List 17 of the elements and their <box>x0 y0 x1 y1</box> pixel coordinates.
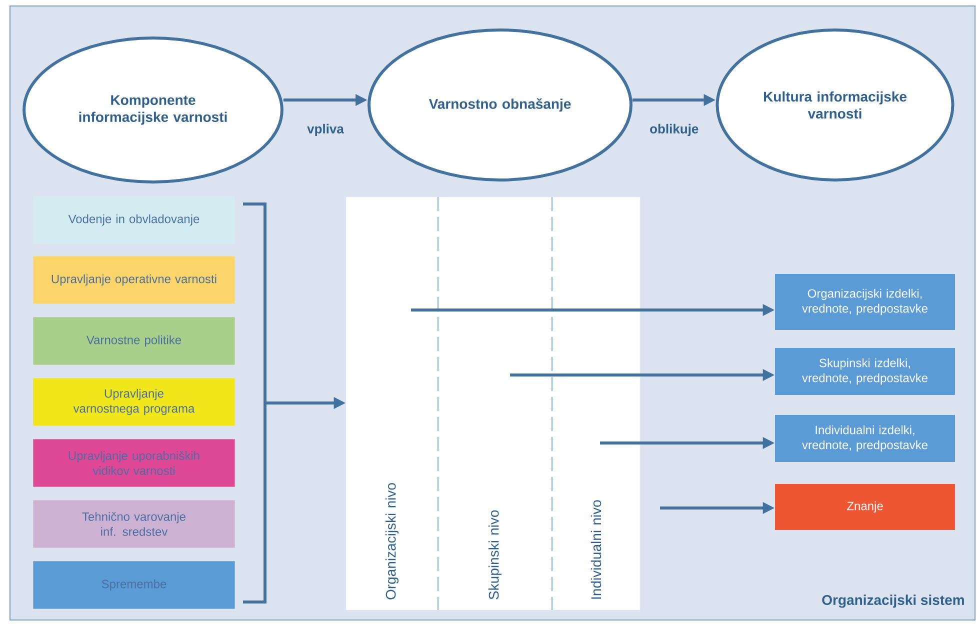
component-box: Upravljanje operativne varnosti <box>32 256 236 304</box>
component-box: Vodenje in obvladovanje <box>32 196 236 244</box>
level-panel <box>346 196 640 610</box>
component-box: Varnostne politike <box>32 316 236 366</box>
edge-label: vpliva <box>307 124 344 136</box>
result-box: Znanje <box>775 484 955 530</box>
component-box: Tehnično varovanje inf. sredstev <box>32 500 236 548</box>
result-box: Organizacijski izdelki, vrednote, predpostavke <box>775 274 955 330</box>
bracket <box>243 202 266 604</box>
result-box: Skupinski izdelki, vrednote, predpostavke <box>775 348 955 395</box>
level-lane: Skupinski nivo <box>488 510 502 600</box>
level-lane: Organizacijski nivo <box>385 483 399 600</box>
component-box: Upravljanje varnostnega programa <box>32 378 236 426</box>
component-box: Upravljanje uporabniških vidikov varnosti <box>32 438 236 488</box>
result-box: Individualni izdelki, vrednote, predpostavke <box>775 415 955 462</box>
level-lane: Individualni nivo <box>590 500 602 599</box>
edge-label: oblikuje <box>650 124 698 136</box>
